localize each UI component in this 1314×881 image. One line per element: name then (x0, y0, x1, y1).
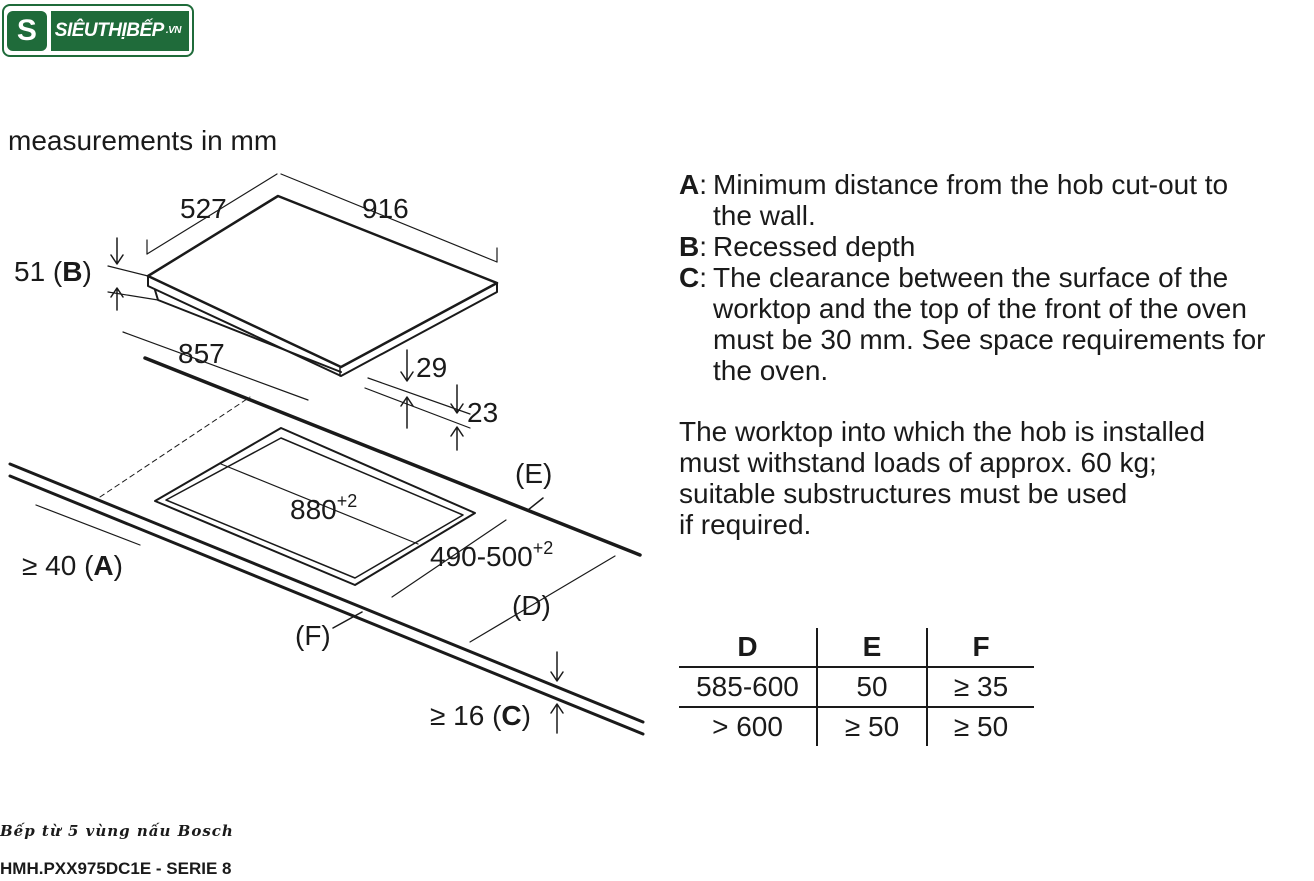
table-cell: ≥ 50 (817, 707, 928, 746)
site-logo[interactable]: S SIÊUTHỊBẾP.VN (2, 4, 194, 57)
dim-490: 490-500+2 (430, 538, 553, 572)
cutout-outer (154, 427, 476, 586)
legend-description: Recessed depth (713, 231, 916, 262)
arrow-29-up (400, 396, 414, 429)
table-cell: 50 (817, 667, 928, 708)
logo-icon: S (7, 10, 47, 51)
legend-separator: : (699, 169, 708, 200)
dim-527-line (146, 173, 278, 255)
dim-23: 23 (467, 397, 498, 428)
worktop-back-edge (143, 356, 642, 557)
dim-23-ext (364, 387, 471, 429)
table-header-row: D E F (679, 628, 1034, 668)
arrow-16-down (550, 651, 564, 682)
product-model: HMH.PXX975DC1E - SERIE 8 (0, 859, 232, 878)
product-caption: Bếp từ 5 vùng nấu Bosch (0, 822, 234, 840)
legend-item-b: B:Recessed depth (679, 231, 1309, 262)
arrow-f (332, 611, 363, 629)
installation-diagram: measurements in mm 527 916 51 (B) 857 29… (8, 125, 645, 736)
header-f: F (927, 628, 1034, 668)
arrow-51-down (110, 237, 124, 265)
legend-item-a: A:Minimum distance from the hob cut-out … (679, 169, 1309, 231)
dim-40: ≥ 40 (A) (22, 550, 123, 581)
legend-description: Minimum distance from the hob cut-out to… (713, 169, 1229, 231)
dim-40-line (35, 504, 141, 546)
logo-wordmark: SIÊUTHỊBẾP.VN (50, 10, 189, 51)
dim-51: 51 (B) (14, 256, 92, 287)
dim-880: 880+2 (290, 491, 357, 525)
legend-separator: : (699, 231, 708, 262)
legend-key: C (679, 262, 700, 293)
arrow-29-down (400, 349, 414, 382)
dim-d-line (469, 555, 616, 643)
dim-51-ext-top (107, 265, 149, 277)
header-d: D (679, 628, 818, 668)
dim-51-ext-bottom (107, 291, 159, 301)
arrow-16-up (550, 703, 564, 734)
worktop-front-edge-bottom (8, 474, 645, 736)
dim-857: 857 (178, 338, 225, 369)
arrow-23-up (450, 426, 464, 451)
arrow-e (527, 497, 544, 511)
dim-880-line (220, 463, 419, 545)
label-f: (F) (295, 620, 331, 651)
brand-name: SIÊUTHỊBẾP (54, 19, 165, 41)
dim-916: 916 (362, 193, 409, 224)
table-cell: ≥ 50 (953, 711, 1009, 742)
arrow-51-up (110, 287, 124, 311)
legend-separator: : (699, 262, 708, 293)
dim-490-line (391, 519, 507, 598)
worktop-front-edge-top (8, 462, 645, 724)
hob-front-edge (147, 275, 498, 377)
legend-key: A (679, 169, 700, 200)
clearance-table: D E F 585-600 50 ≥ 35 > 600 ≥ 50 ≥ 50 (679, 628, 1034, 746)
table-cell: 585-600 (679, 667, 818, 708)
table-row: > 600 ≥ 50 ≥ 50 (679, 707, 1034, 746)
header-e: E (817, 628, 928, 668)
label-d: (D) (512, 590, 551, 621)
dim-527: 527 (180, 193, 227, 224)
table-cell: ≥ 35 (927, 667, 1034, 708)
load-note: The worktop into which the hob is instal… (679, 416, 1206, 540)
legend-item-c: C:The clearance between the surface of t… (679, 262, 1309, 386)
units-note: measurements in mm (8, 125, 277, 156)
dimension-legend: A:Minimum distance from the hob cut-out … (679, 169, 1309, 386)
arrow-23-down (450, 384, 464, 414)
table-cell: > 600 (679, 707, 818, 746)
wall-hidden-line (99, 396, 251, 498)
dim-16: ≥ 16 (C) (430, 700, 531, 731)
dim-29: 29 (416, 352, 447, 383)
table-row: 585-600 50 ≥ 35 (679, 667, 1034, 708)
legend-description: The clearance between the surface of the… (713, 262, 1266, 386)
dim-916-line (280, 173, 498, 263)
brand-suffix: .VN (165, 25, 182, 36)
label-e: (E) (515, 458, 552, 489)
cutout-inner (165, 437, 464, 579)
dim-857-line (122, 331, 309, 401)
legend-key: B (679, 231, 700, 262)
